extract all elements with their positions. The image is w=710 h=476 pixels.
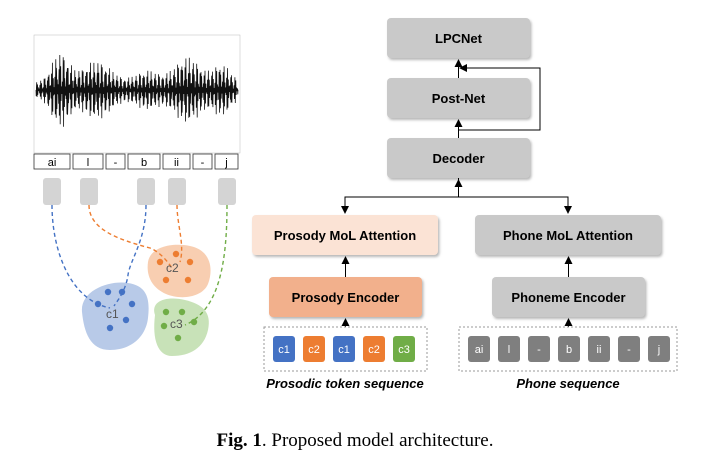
postnet-block: Post-Net	[387, 78, 530, 118]
phone-segment-label: ai	[48, 157, 57, 169]
phone-segment-box	[214, 153, 239, 170]
frame-box	[218, 178, 236, 205]
phone-token-sequence: ai l - b ii - j	[468, 336, 670, 362]
token-label: -	[537, 344, 541, 356]
phone-attention-label: Phone MoL Attention	[503, 228, 633, 243]
token-box	[648, 336, 670, 362]
postnet-label: Post-Net	[432, 91, 486, 106]
phone-segment-label: l	[87, 157, 89, 169]
cluster-label-c1: c1	[106, 307, 119, 321]
cluster-label-c3: c3	[170, 317, 183, 331]
token-label: c3	[398, 344, 410, 356]
prosodic-sequence-container	[263, 326, 428, 372]
cluster-c2-blob	[147, 244, 211, 298]
token-label: -	[627, 344, 631, 356]
phone-segment-box	[72, 153, 104, 170]
token-box	[558, 336, 580, 362]
token-label: l	[508, 344, 510, 356]
architecture-diagram: ai l - b ii - j	[33, 18, 678, 391]
token-box	[363, 336, 385, 362]
token-box	[528, 336, 550, 362]
prosody-encoder-block: Prosody Encoder	[269, 277, 422, 317]
frame-box	[80, 178, 98, 205]
token-box	[333, 336, 355, 362]
prosody-attention-label: Prosody MoL Attention	[274, 228, 416, 243]
token-box	[498, 336, 520, 362]
phone-sequence-container	[458, 326, 678, 372]
token-label: ii	[597, 344, 602, 356]
phoneme-encoder-label: Phoneme Encoder	[511, 290, 625, 305]
prosody-encoder-label: Prosody Encoder	[292, 290, 400, 305]
phone-segment-label: ii	[174, 157, 179, 169]
frame-box	[43, 178, 61, 205]
token-box	[393, 336, 415, 362]
phone-segment-label: -	[114, 157, 118, 169]
c2-connection	[88, 204, 173, 269]
token-box	[303, 336, 325, 362]
token-label: j	[657, 344, 660, 356]
figure-caption: Fig. 1. Proposed model architecture.	[0, 430, 710, 452]
phone-segment-label: b	[141, 157, 147, 169]
arrow-residual	[458, 64, 541, 131]
phone-segment-label: -	[201, 157, 205, 169]
phone-sequence-label: Phone sequence	[516, 376, 619, 391]
frame-box	[168, 178, 186, 205]
prosodic-token-sequence: c1 c2 c1 c2 c3	[273, 336, 415, 362]
arrow-decoder-to-prosody-attention	[341, 178, 459, 214]
cluster-dots	[94, 250, 198, 342]
token-label: c1	[338, 344, 350, 356]
token-label: ai	[475, 344, 484, 356]
prosody-attention-block: Prosody MoL Attention	[252, 215, 438, 255]
cluster-blobs	[81, 244, 211, 356]
decoder-block: Decoder	[387, 138, 530, 178]
token-box	[273, 336, 295, 362]
phoneme-encoder-block: Phoneme Encoder	[492, 277, 645, 317]
phone-segment-box	[127, 153, 161, 170]
phone-segment-box	[162, 153, 191, 170]
c2-connection	[176, 204, 183, 263]
c1-connection	[113, 204, 147, 307]
token-box	[588, 336, 610, 362]
token-label: c2	[308, 344, 320, 356]
arrow-decoder-to-phone-attention	[458, 196, 572, 214]
c3-connection	[184, 204, 228, 326]
caption-text: . Proposed model architecture.	[261, 430, 494, 451]
lpcnet-label: LPCNet	[435, 31, 483, 46]
waveform	[33, 34, 241, 154]
phone-attention-block: Phone MoL Attention	[475, 215, 661, 255]
phone-segment-box	[33, 153, 71, 170]
token-label: c1	[278, 344, 290, 356]
token-label: b	[566, 344, 572, 356]
prosodic-sequence-label: Prosodic token sequence	[266, 376, 424, 391]
phone-segment-box	[105, 153, 126, 170]
token-box	[618, 336, 640, 362]
frame-boxes	[43, 178, 236, 205]
arrows	[341, 59, 573, 327]
phone-segment-label: j	[224, 157, 227, 169]
lpcnet-block: LPCNet	[387, 18, 530, 58]
phone-segment-box	[192, 153, 213, 170]
phone-segments: ai l - b ii - j	[33, 153, 239, 170]
token-box	[468, 336, 490, 362]
frame-box	[137, 178, 155, 205]
decoder-label: Decoder	[432, 151, 484, 166]
cluster-label-c2: c2	[166, 261, 179, 275]
caption-label: Fig. 1	[216, 430, 262, 451]
cluster-c1-blob	[81, 282, 149, 350]
token-label: c2	[368, 344, 380, 356]
